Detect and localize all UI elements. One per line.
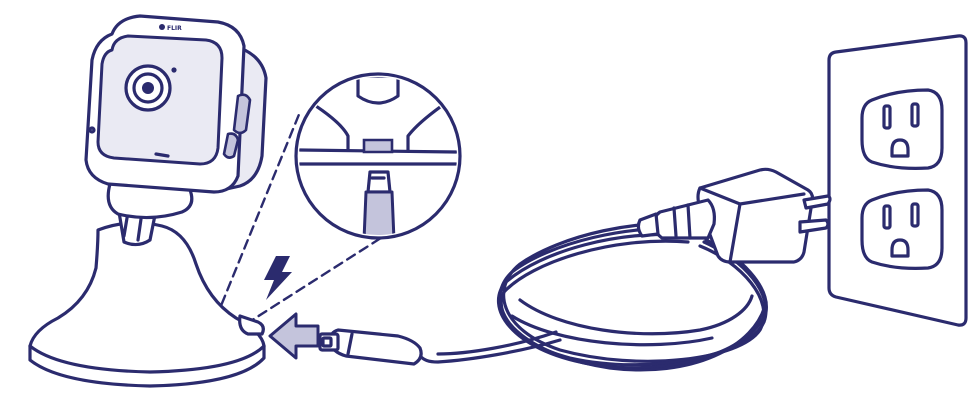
zoom-detail-circle: [296, 74, 460, 240]
adapter-cable-plug: [638, 200, 714, 238]
outlet-socket-top: [862, 90, 942, 168]
wall-outlet: [829, 36, 966, 325]
camera-sensor: [171, 67, 176, 72]
camera-head: FLIR: [86, 16, 266, 192]
camera-side-button: [234, 95, 250, 133]
camera-status-light: [156, 154, 168, 156]
outlet-socket-bottom: [862, 190, 942, 268]
camera-brand-text: FLIR: [167, 25, 182, 32]
base-port: [240, 316, 264, 334]
outlet-plate: [829, 36, 966, 325]
power-adapter: [638, 169, 830, 262]
lightning-bolt-icon: [264, 256, 292, 300]
micro-usb-plug: [320, 330, 421, 364]
camera-lens: [126, 66, 170, 110]
arrow-left-icon: [270, 314, 318, 358]
